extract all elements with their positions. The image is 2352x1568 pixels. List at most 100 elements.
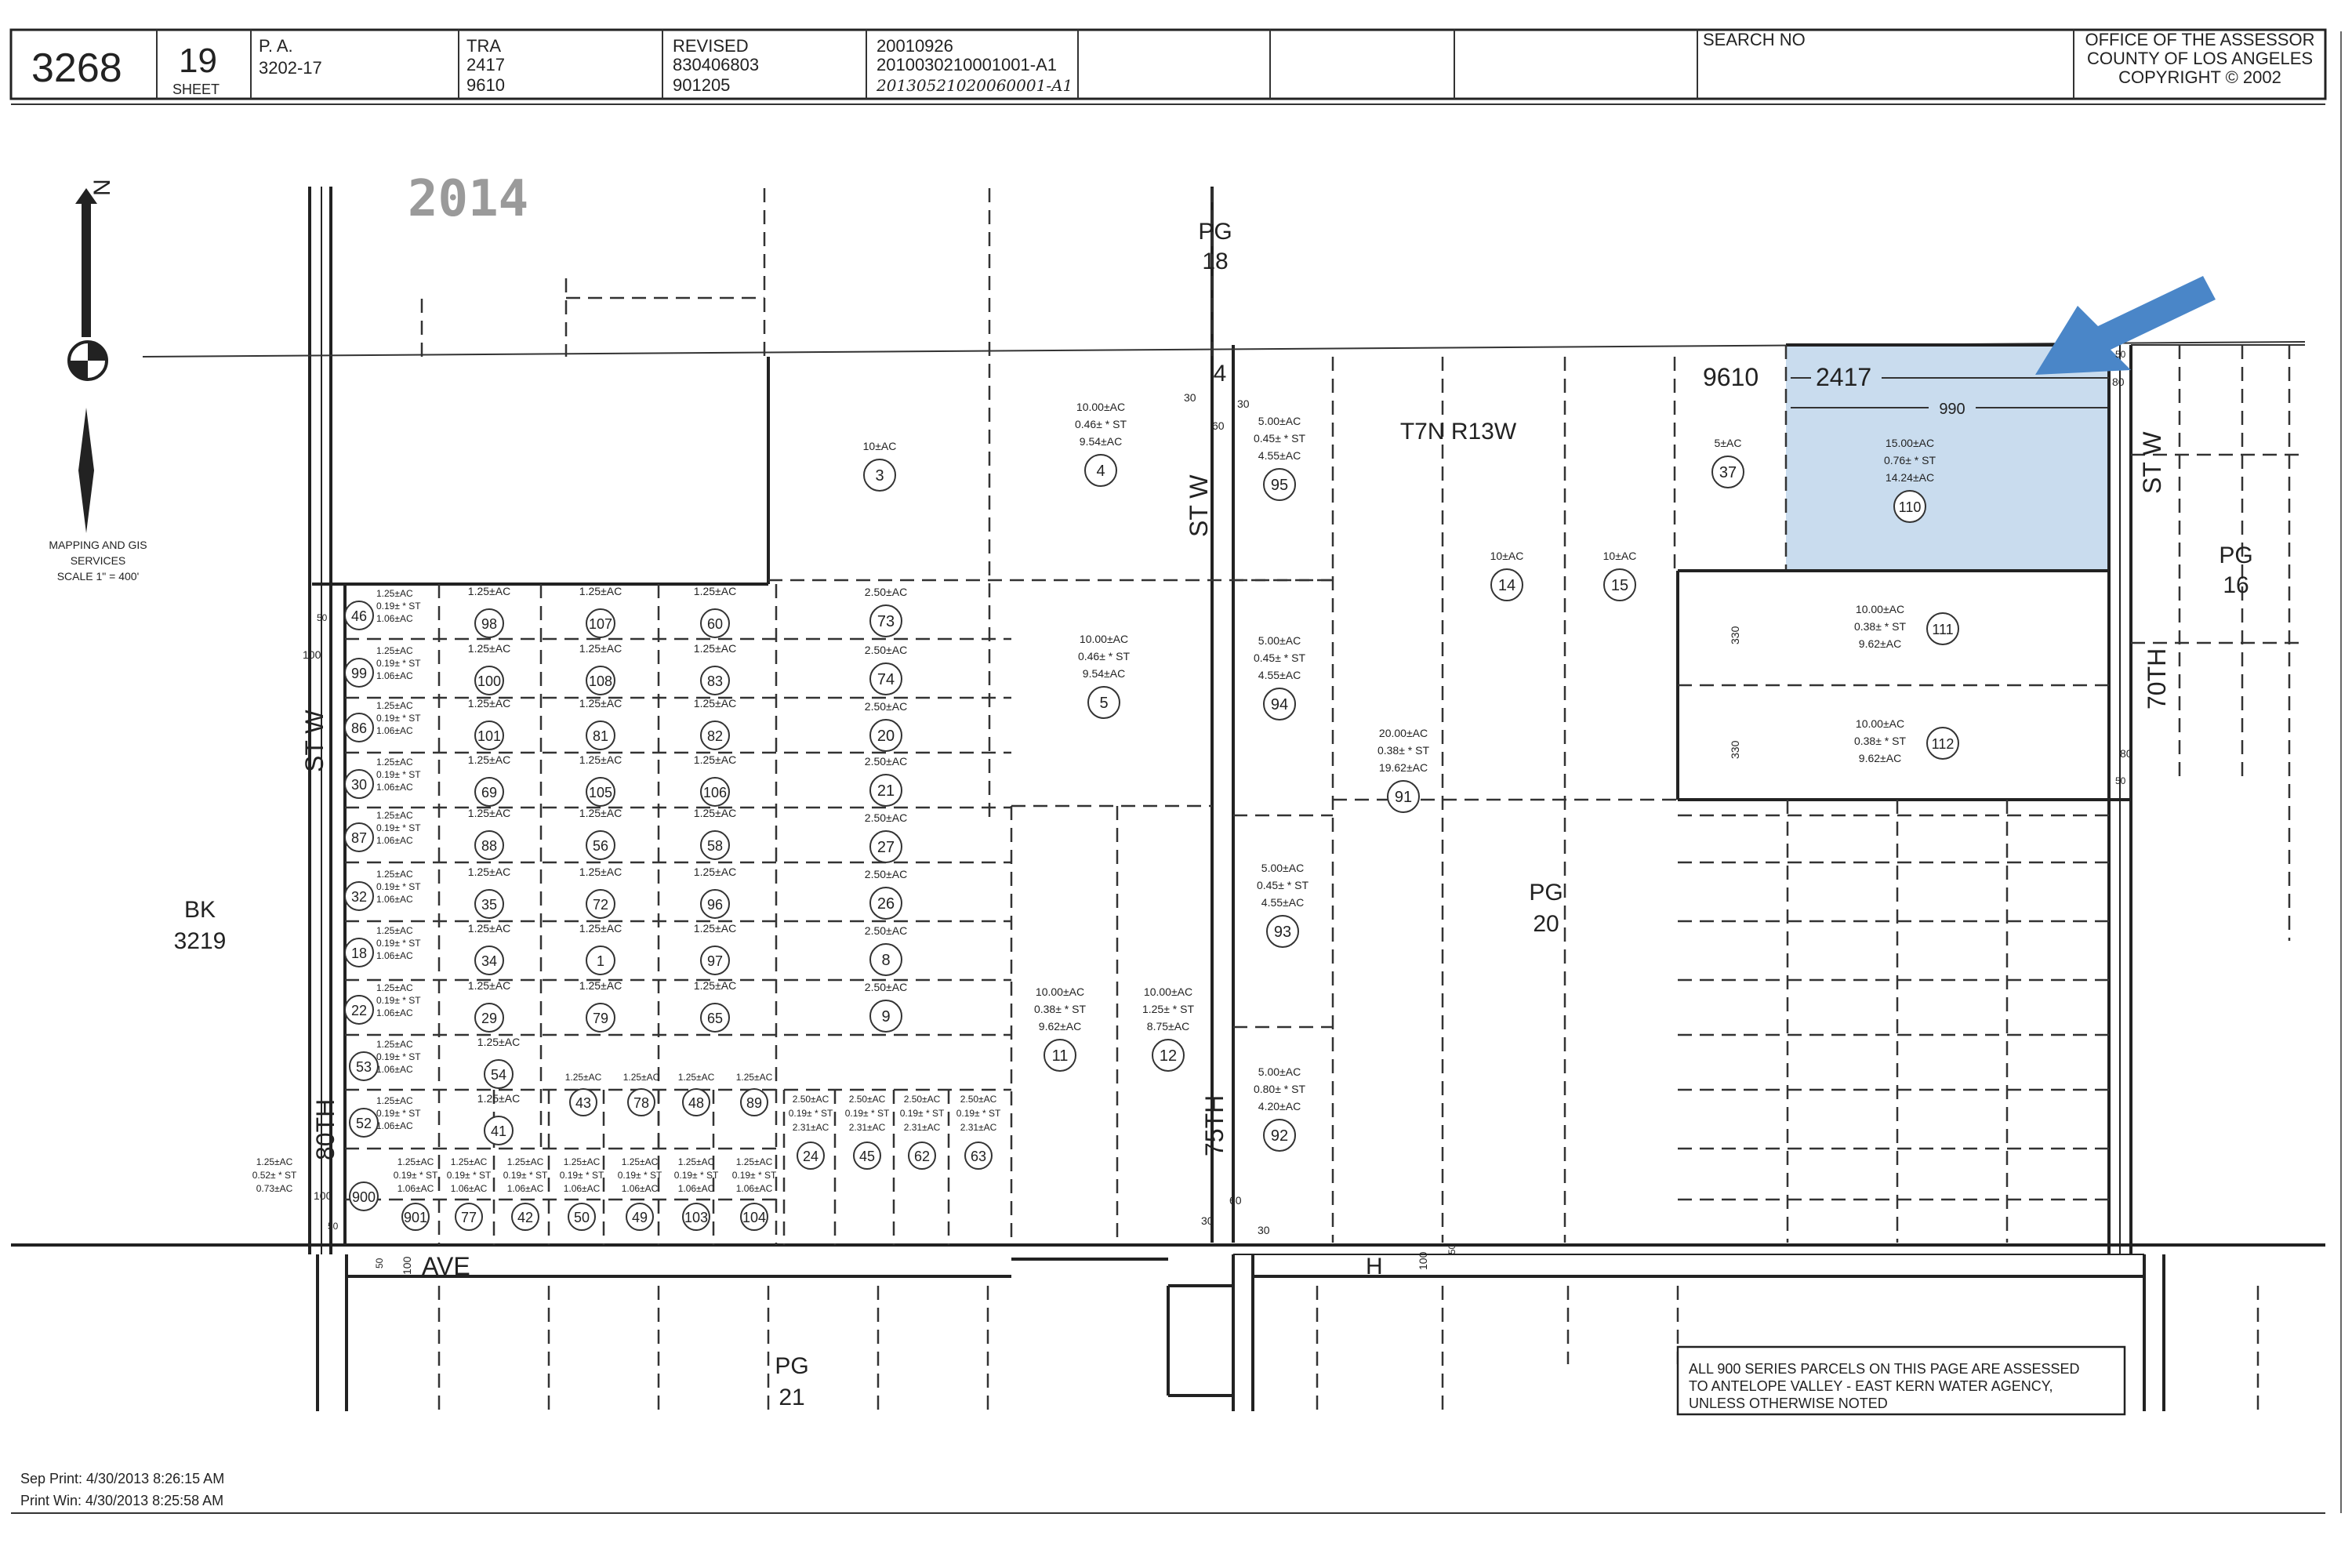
parcel-20-circle[interactable] (869, 719, 902, 752)
grid-lot-32-circle[interactable] (344, 881, 374, 911)
bottom-lot-49-circle[interactable] (626, 1203, 654, 1231)
parcel-93-circle[interactable] (1266, 915, 1299, 948)
grid-lot-22-circle[interactable] (344, 995, 374, 1025)
bottom-lot-901-circle[interactable] (401, 1203, 430, 1231)
parcel-20: 20 (877, 728, 895, 745)
parcel-73-circle[interactable] (869, 604, 902, 637)
page-ref-16-number[interactable]: 16 (2223, 572, 2249, 598)
page-ref-21-number[interactable]: 21 (779, 1385, 804, 1410)
highlighted-parcel-110[interactable] (1786, 345, 2109, 571)
parcel-3-circle[interactable] (863, 459, 896, 492)
grid-lot-53-circle[interactable] (349, 1051, 379, 1081)
grid-lot-100-circle[interactable] (474, 666, 504, 695)
grid-lot-60-circle[interactable] (700, 608, 730, 638)
bottom-lot-42-line-1: 1.25±AC (507, 1156, 544, 1167)
half-lot-45-circle[interactable] (853, 1142, 881, 1170)
parcel-12-circle[interactable] (1152, 1039, 1185, 1072)
parcel-112-circle[interactable] (1926, 727, 1959, 760)
grid-lot-34-circle[interactable] (474, 946, 504, 975)
parcel-9-circle[interactable] (869, 1000, 902, 1033)
book-ref-number[interactable]: 3219 (174, 928, 227, 954)
grid-lot-86-line-1: 1.25±AC (376, 700, 413, 711)
notice-line-3: UNLESS OTHERWISE NOTED (1689, 1396, 1888, 1411)
grid-lot-52-circle[interactable] (349, 1108, 379, 1138)
page-ref-18-label[interactable]: PG (1198, 219, 1232, 245)
page-ref-18-number[interactable]: 18 (1202, 249, 1228, 274)
parcel-111-circle[interactable] (1926, 612, 1959, 645)
grid-lot-35-circle[interactable] (474, 889, 504, 919)
bottom-lot-77-line-3: 1.06±AC (451, 1183, 488, 1194)
parcel-8-circle[interactable] (869, 943, 902, 976)
grid-lot-82-circle[interactable] (700, 720, 730, 750)
parcel-92-circle[interactable] (1263, 1119, 1296, 1152)
grid-lot-108-circle[interactable] (586, 666, 615, 695)
parcel-900-circle[interactable] (349, 1181, 379, 1211)
grid-lot-30-circle[interactable] (344, 769, 374, 799)
parcel-94-circle[interactable] (1263, 688, 1296, 720)
bottom-lot-103-circle[interactable] (682, 1203, 710, 1231)
small-lot-43-circle[interactable] (569, 1088, 597, 1116)
grid-lot-88-circle[interactable] (474, 830, 504, 860)
grid-lot-98-circle[interactable] (474, 608, 504, 638)
grid-lot-41-circle[interactable] (484, 1116, 514, 1145)
grid-lot-29-circle[interactable] (474, 1003, 504, 1033)
parcel-27-circle[interactable] (869, 830, 902, 863)
grid-lot-1-circle[interactable] (586, 946, 615, 975)
parcel-74-circle[interactable] (869, 662, 902, 695)
parcel-5-circle[interactable] (1087, 686, 1120, 719)
half-lot-62-circle[interactable] (908, 1142, 936, 1170)
bottom-lot-77-circle[interactable] (455, 1203, 483, 1231)
half-lot-63-circle[interactable] (964, 1142, 993, 1170)
parcel-110-circle[interactable] (1893, 490, 1926, 523)
small-lot-78-circle[interactable] (627, 1088, 655, 1116)
bottom-lot-104: 104 (742, 1210, 766, 1225)
grid-lot-87-circle[interactable] (344, 822, 374, 852)
parcel-37-circle[interactable] (1711, 456, 1744, 488)
parcel-92-line-2: 0.80± * ST (1254, 1083, 1305, 1095)
grid-lot-86-circle[interactable] (344, 713, 374, 742)
grid-lot-81-circle[interactable] (586, 720, 615, 750)
parcel-11-circle[interactable] (1044, 1039, 1076, 1072)
parcel-15-circle[interactable] (1603, 568, 1636, 601)
parcel-91-circle[interactable] (1387, 780, 1420, 813)
page-ref-20-number[interactable]: 20 (1533, 911, 1559, 937)
grid-lot-83-circle[interactable] (700, 666, 730, 695)
parcel-110-line-3: 14.24±AC (1886, 471, 1934, 484)
grid-lot-58-circle[interactable] (700, 830, 730, 860)
page-ref-20-label[interactable]: PG (1529, 880, 1563, 906)
grid-lot-106-circle[interactable] (700, 777, 730, 807)
parcel-95-circle[interactable] (1263, 468, 1296, 501)
grid-lot-97-circle[interactable] (700, 946, 730, 975)
parcel-4-circle[interactable] (1084, 454, 1117, 487)
parcel-21-circle[interactable] (869, 774, 902, 807)
grid-lot-97-label: 1.25±AC (694, 922, 736, 935)
grid-lot-18-circle[interactable] (344, 938, 374, 967)
grid-lot-65-circle[interactable] (700, 1003, 730, 1033)
assessment-notice: ALL 900 SERIES PARCELS ON THIS PAGE ARE … (1676, 1345, 2126, 1416)
grid-lot-107-circle[interactable] (586, 608, 615, 638)
grid-lot-79-circle[interactable] (586, 1003, 615, 1033)
grid-lot-101-circle[interactable] (474, 720, 504, 750)
half-lot-24-circle[interactable] (797, 1142, 825, 1170)
grid-lot-105-circle[interactable] (586, 777, 615, 807)
grid-lot-99-circle[interactable] (344, 658, 374, 688)
grid-lot-69-circle[interactable] (474, 777, 504, 807)
bottom-lot-50-circle[interactable] (568, 1203, 596, 1231)
small-lot-89-circle[interactable] (740, 1088, 768, 1116)
small-lot-48-circle[interactable] (682, 1088, 710, 1116)
dim-100-c: 100 (401, 1256, 413, 1275)
grid-lot-46-circle[interactable] (344, 601, 374, 630)
book-ref-label[interactable]: BK (184, 897, 216, 923)
grid-lot-96-circle[interactable] (700, 889, 730, 919)
parcel-14-circle[interactable] (1490, 568, 1523, 601)
parcel-8: 8 (881, 952, 890, 969)
grid-lot-54-circle[interactable] (484, 1059, 514, 1089)
page-ref-21-label[interactable]: PG (775, 1353, 808, 1379)
page-ref-16-label[interactable]: PG (2219, 543, 2252, 568)
grid-lot-72-circle[interactable] (586, 889, 615, 919)
bottom-lot-42-circle[interactable] (511, 1203, 539, 1231)
grid-lot-56-circle[interactable] (586, 830, 615, 860)
parcel-12-line-1: 10.00±AC (1144, 985, 1192, 998)
parcel-26-circle[interactable] (869, 887, 902, 920)
bottom-lot-104-circle[interactable] (740, 1203, 768, 1231)
